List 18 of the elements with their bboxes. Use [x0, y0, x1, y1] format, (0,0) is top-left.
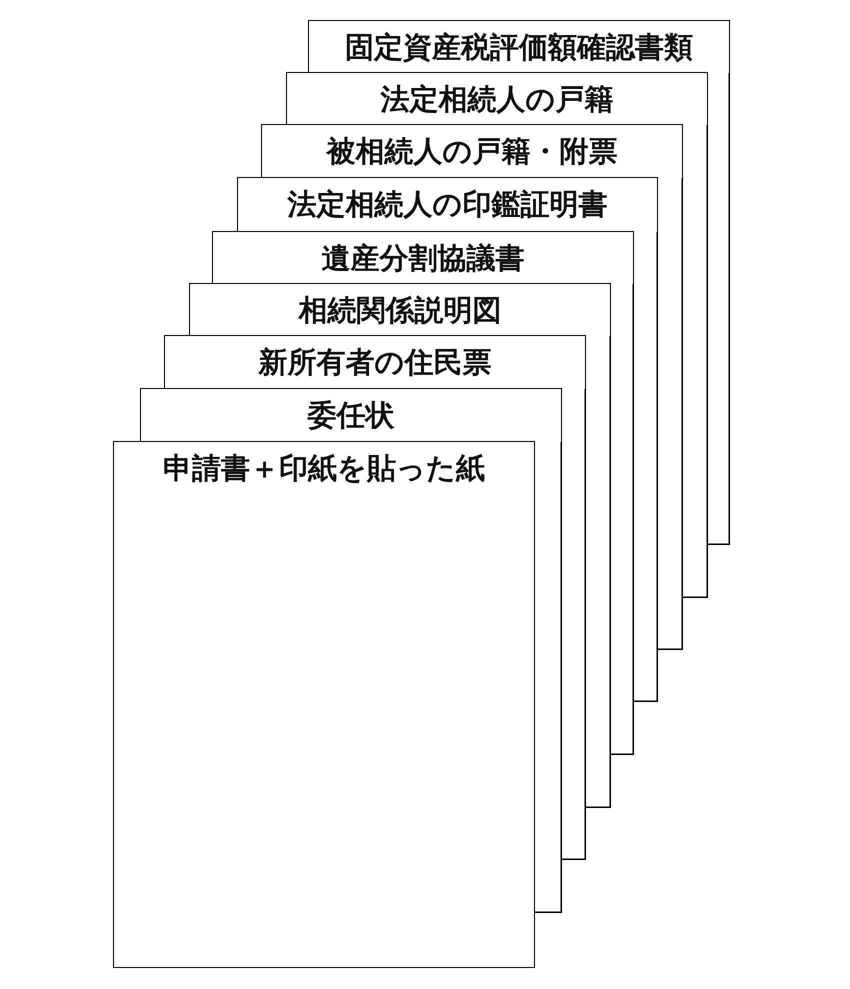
document-sheet — [140, 388, 562, 442]
document-title: 遺産分割協議書 — [320, 240, 526, 277]
document-sheet — [261, 124, 683, 178]
document-sheet — [212, 231, 634, 284]
document-title: 委任状 — [306, 397, 396, 434]
document-sheet — [189, 283, 611, 336]
document-title: 法定相続人の戸籍 — [379, 81, 614, 118]
document-sheet — [164, 335, 586, 389]
document-sheet — [286, 72, 708, 125]
document-title: 被相続人の戸籍・附票 — [324, 133, 618, 170]
document-title: 相続関係説明図 — [297, 292, 502, 329]
document-title: 固定資産税評価額確認書類 — [344, 29, 694, 66]
document-title: 申請書＋印紙を貼った紙 — [162, 450, 486, 487]
document-sheet — [113, 441, 535, 968]
document-sheet — [237, 177, 658, 232]
document-title: 新所有者の住民票 — [257, 344, 492, 381]
document-title: 法定相続人の印鑑証明書 — [286, 186, 608, 223]
document-sheet — [308, 20, 730, 73]
